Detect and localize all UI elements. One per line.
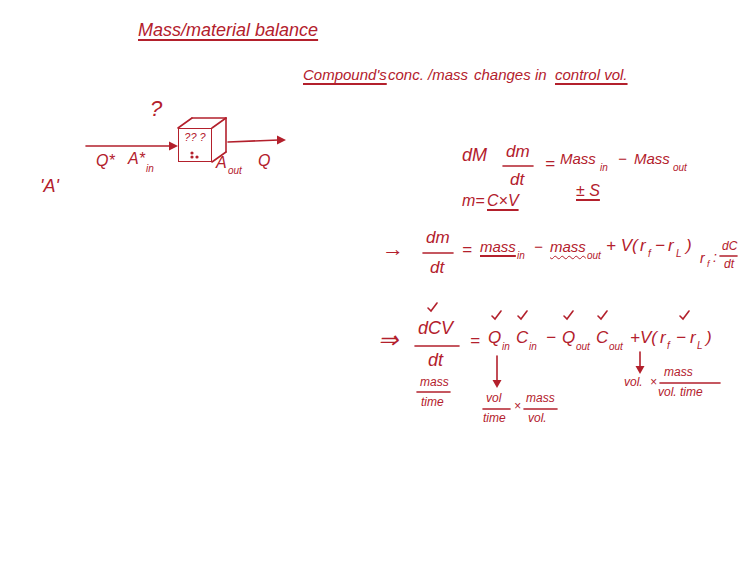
- handwritten-label: dC: [722, 240, 737, 254]
- handwritten-label: 'A': [40, 176, 59, 197]
- handwritten-label: in: [529, 341, 537, 353]
- handwritten-label: A*: [128, 150, 145, 168]
- handwritten-label: =: [462, 240, 472, 260]
- handwritten-label: vol: [486, 392, 501, 406]
- handwritten-label: C: [516, 328, 528, 348]
- handwritten-label: r: [690, 328, 696, 348]
- handwritten-label: vol.: [528, 412, 547, 426]
- handwritten-label: L: [676, 248, 682, 260]
- handwritten-label: f: [648, 248, 651, 260]
- handwritten-label: C: [596, 328, 608, 348]
- handwritten-label: −: [676, 328, 686, 348]
- handwritten-label: time: [483, 412, 506, 426]
- handwritten-label: r: [700, 250, 705, 266]
- handwritten-label: L: [697, 340, 703, 352]
- handwritten-label: ): [686, 236, 692, 256]
- handwritten-label: =: [470, 331, 480, 351]
- handwritten-label: −: [655, 236, 665, 256]
- handwritten-label: + V(: [606, 236, 638, 256]
- handwritten-label: conc. /mass: [388, 66, 468, 83]
- handwritten-label: in: [502, 341, 510, 353]
- handwritten-label: mass: [420, 376, 449, 390]
- handwritten-label: r: [660, 328, 666, 348]
- handwritten-label: dt: [724, 258, 734, 272]
- handwritten-label: r: [640, 236, 646, 256]
- handwritten-label: =: [545, 154, 555, 174]
- handwritten-label: dm: [506, 142, 530, 162]
- handwritten-label: :: [713, 249, 717, 265]
- handwritten-label: →: [382, 236, 404, 261]
- handwritten-label: ×: [650, 376, 657, 390]
- handwritten-label: Compound's: [303, 66, 387, 83]
- handwritten-label: Mass: [634, 150, 670, 167]
- handwritten-label: mass: [480, 238, 516, 255]
- handwritten-label: dt: [510, 170, 524, 190]
- handwritten-label: ⇒: [378, 326, 398, 354]
- handwritten-label: dCV: [418, 318, 453, 339]
- handwritten-label: −: [546, 328, 556, 348]
- handwritten-label: time: [421, 396, 444, 410]
- handwritten-label: −: [618, 150, 627, 167]
- handwritten-label: in: [600, 162, 608, 174]
- handwritten-label: C×V: [487, 192, 519, 210]
- handwritten-label: f: [707, 259, 710, 269]
- handwritten-label: changes in: [474, 66, 547, 83]
- handwritten-label: −: [534, 238, 543, 255]
- handwritten-label: mass: [526, 392, 555, 406]
- handwritten-label: control vol.: [555, 66, 628, 83]
- handwritten-label: Q: [258, 152, 270, 170]
- title: Mass/material balance: [138, 20, 318, 41]
- handwritten-label: dm: [426, 228, 450, 248]
- handwritten-label: out: [587, 250, 601, 262]
- handwritten-label: dt: [428, 350, 443, 371]
- node-text: ?? ?: [184, 131, 205, 144]
- handwritten-label: ± S: [576, 182, 600, 200]
- handwritten-label: dt: [430, 258, 444, 278]
- handwritten-label: A: [216, 154, 227, 172]
- handwritten-label: out: [228, 165, 242, 177]
- handwritten-label: mass: [664, 366, 693, 380]
- handwritten-label: Mass: [560, 150, 596, 167]
- handwritten-label: Q: [488, 328, 501, 348]
- handwritten-label: ?: [150, 96, 162, 121]
- handwritten-label: mass: [550, 238, 586, 255]
- control-volume-box: ?? ?: [178, 128, 212, 162]
- handwritten-label: f: [667, 340, 670, 352]
- handwritten-label: ×: [514, 400, 521, 414]
- handwritten-label: +V(: [630, 328, 657, 348]
- handwritten-label: vol.: [624, 376, 643, 390]
- handwritten-label: out: [576, 341, 590, 353]
- handwritten-label: in: [517, 250, 525, 262]
- handwritten-label: out: [673, 162, 687, 174]
- handwritten-label: Q: [562, 328, 575, 348]
- handwritten-label: dM: [462, 145, 487, 166]
- handwritten-label: m=: [462, 192, 485, 210]
- handwritten-label: in: [146, 163, 154, 175]
- handwritten-label: out: [609, 341, 623, 353]
- handwritten-label: vol. time: [658, 386, 703, 400]
- handwritten-label: r: [668, 236, 674, 256]
- handwritten-label: ): [706, 328, 712, 348]
- handwritten-label: Q*: [96, 152, 115, 170]
